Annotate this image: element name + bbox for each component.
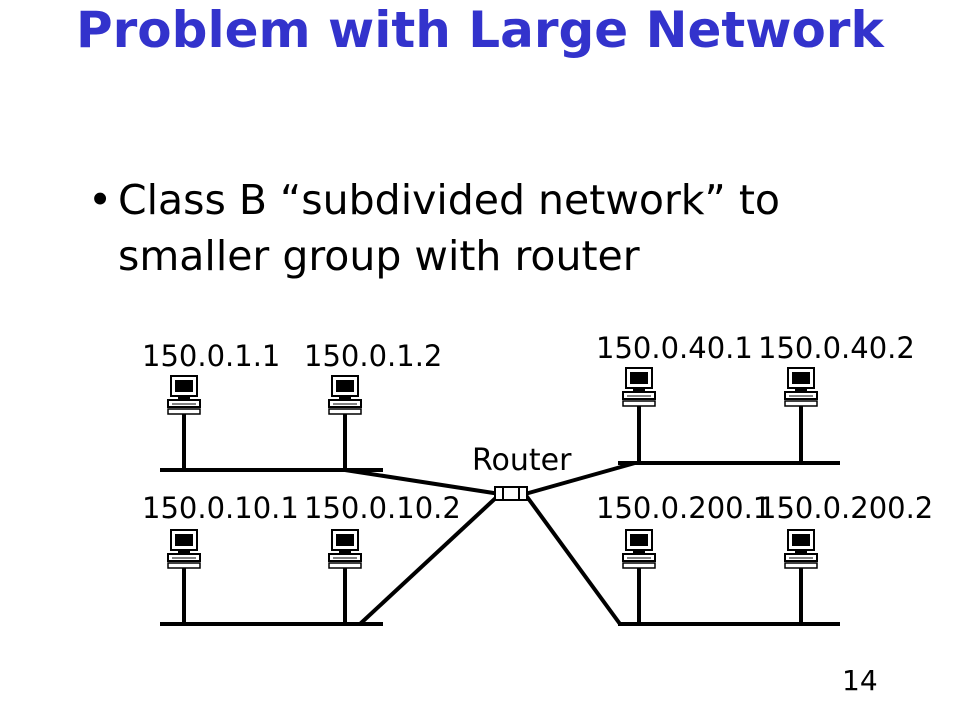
- computer-icon: [622, 529, 656, 569]
- host-ip-label: 150.0.40.2: [758, 331, 915, 365]
- computer-icon: [328, 529, 362, 569]
- host-ip-label: 150.0.10.2: [304, 491, 461, 525]
- router-icon: [494, 486, 528, 501]
- link-net-200-router: [523, 492, 622, 626]
- router-label: Router: [472, 443, 572, 478]
- slide-title: Problem with Large Network: [76, 1, 884, 59]
- computer-icon: [784, 529, 818, 569]
- bullet-list: • Class B “subdivided network” to smalle…: [88, 172, 928, 284]
- bullet-marker: •: [88, 176, 113, 224]
- link-net-1-router: [344, 468, 501, 496]
- computer-icon: [784, 367, 818, 407]
- host-ip-label: 150.0.40.1: [596, 331, 753, 365]
- host-ip-label: 150.0.200.1: [596, 491, 771, 525]
- computer-icon: [167, 529, 201, 569]
- computer-icon: [622, 367, 656, 407]
- computer-icon: [328, 375, 362, 415]
- page-number: 14: [842, 664, 878, 697]
- computer-icon: [167, 375, 201, 415]
- host-ip-label: 150.0.200.2: [758, 491, 933, 525]
- link-net-10-router: [358, 492, 502, 626]
- bullet-item: • Class B “subdivided network” to smalle…: [88, 172, 928, 284]
- link-net-40-router: [524, 461, 636, 496]
- host-ip-label: 150.0.10.1: [142, 491, 299, 525]
- host-ip-label: 150.0.1.2: [304, 339, 442, 373]
- bullet-text: Class B “subdivided network” to smaller …: [118, 176, 780, 280]
- host-ip-label: 150.0.1.1: [142, 339, 280, 373]
